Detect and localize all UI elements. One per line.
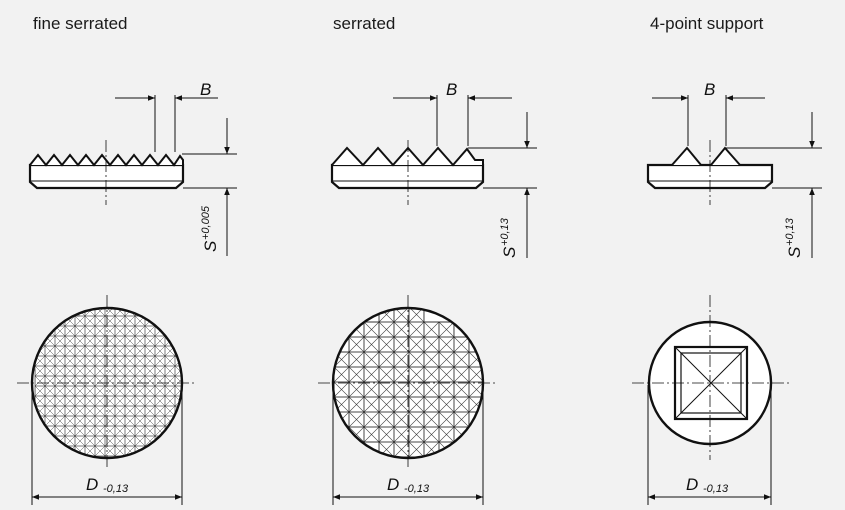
serrated-diameter-annotation: D -0,13 bbox=[387, 475, 430, 495]
fine-serrated-top-view bbox=[17, 295, 197, 505]
fine-serrated-diameter-label: D bbox=[86, 475, 98, 494]
variant-title-serrated: serrated bbox=[333, 14, 396, 33]
fine-serrated-height-tolerance: +0,005 bbox=[200, 205, 212, 240]
serrated-width-label: B bbox=[446, 80, 457, 99]
4-point-support-diameter-annotation: D -0,13 bbox=[686, 475, 729, 495]
serrated-height-tolerance: +0,13 bbox=[499, 217, 511, 246]
variant-title-fine-serrated: fine serrated bbox=[33, 14, 128, 33]
fine-serrated-height-annotation: S +0,005 bbox=[200, 205, 220, 252]
4-point-support-height-label: S bbox=[785, 246, 804, 258]
4-point-support-width-label: B bbox=[704, 80, 715, 99]
serrated-height-annotation: S +0,13 bbox=[499, 217, 519, 258]
serrated-diameter-label: D bbox=[387, 475, 399, 494]
serrated-diameter-tolerance: -0,13 bbox=[404, 483, 430, 495]
4-point-support-side-view bbox=[646, 95, 822, 258]
serrated-top-view bbox=[318, 295, 498, 505]
4-point-support-diameter-label: D bbox=[686, 475, 698, 494]
serrated-side-view bbox=[330, 95, 537, 258]
fine-serrated-width-label: B bbox=[200, 80, 211, 99]
fine-serrated-side-view bbox=[28, 95, 237, 256]
4-point-support-top-view bbox=[632, 295, 790, 505]
fine-serrated-diameter-annotation: D -0,13 bbox=[86, 475, 129, 495]
4-point-support-height-tolerance: +0,13 bbox=[784, 217, 796, 246]
fine-serrated-diameter-tolerance: -0,13 bbox=[103, 483, 129, 495]
variant-title-4-point-support: 4-point support bbox=[650, 14, 764, 33]
serrated-height-label: S bbox=[500, 246, 519, 258]
4-point-support-diameter-tolerance: -0,13 bbox=[703, 483, 729, 495]
4-point-support-height-annotation: S +0,13 bbox=[784, 217, 804, 258]
fine-serrated-height-label: S bbox=[201, 240, 220, 252]
